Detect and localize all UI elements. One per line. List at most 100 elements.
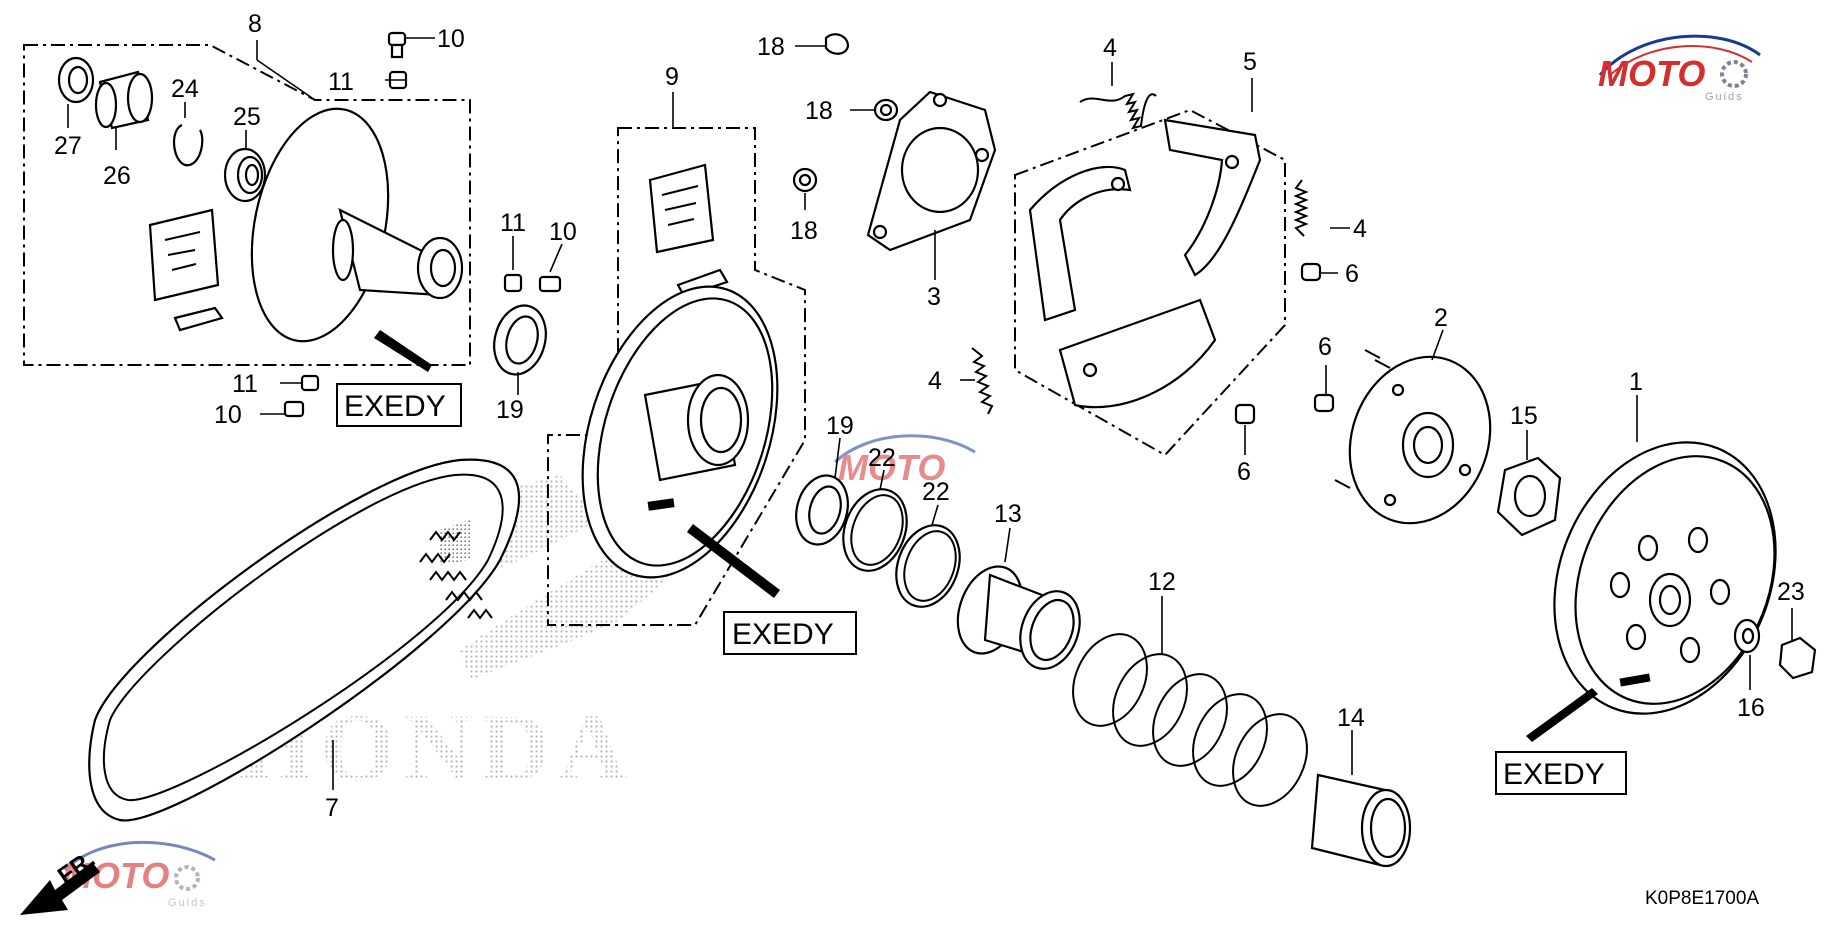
bearing-25 (223, 147, 267, 203)
exedy-pointer-2 (687, 524, 780, 598)
exedy-pointer-3 (1526, 688, 1598, 742)
collar-18b (873, 98, 899, 122)
callout-22-right: 22 (922, 478, 950, 506)
diagram-code: K0P8E1700A (1645, 888, 1759, 909)
callout-19-right: 19 (826, 412, 854, 440)
callout-12: 12 (1148, 568, 1176, 596)
callout-23: 23 (1777, 578, 1805, 606)
callout-4-right: 4 (1353, 215, 1367, 243)
callout-18-bottom: 18 (790, 217, 818, 245)
grease-packet-8 (148, 208, 224, 332)
exedy-text-3: EXEDY (1503, 758, 1605, 791)
collar-13 (956, 565, 1081, 670)
callout-4-top: 4 (1103, 34, 1117, 62)
exedy-pointer-1 (374, 330, 432, 372)
callout-15: 15 (1510, 402, 1538, 430)
callout-26: 26 (103, 162, 131, 190)
callout-13: 13 (994, 500, 1022, 528)
callout-9: 9 (665, 63, 679, 91)
callout-7: 7 (325, 794, 339, 822)
washer-16 (1733, 618, 1761, 654)
exedy-label-2: EXEDY (723, 611, 857, 655)
needle-bearing-26 (94, 70, 154, 130)
nut-6c (1234, 403, 1256, 425)
group-8-boundary (23, 44, 471, 366)
site-watermark-bottom: MOTO Guids (62, 840, 216, 909)
callout-24: 24 (171, 75, 199, 103)
screw-10c (283, 400, 305, 418)
clutch-outer-1 (1553, 441, 1777, 715)
callout-18-top: 18 (757, 33, 785, 61)
side-plate-3 (866, 90, 997, 252)
callout-10-mid: 10 (549, 218, 577, 246)
nut-6a (1300, 262, 1322, 282)
oil-seal-27 (57, 56, 95, 104)
callout-10-top: 10 (437, 25, 465, 53)
nut-11c (300, 374, 320, 392)
front-direction-indicator: FR. (20, 846, 100, 915)
o-ring-22a (842, 488, 908, 572)
group-5-boundary (1014, 108, 1286, 457)
driven-face (581, 285, 779, 579)
arrow-icon (20, 862, 100, 915)
exedy-text-1: EXEDY (344, 390, 446, 423)
callout-1: 1 (1629, 368, 1643, 396)
exedy-label-1: EXEDY (336, 383, 462, 427)
exedy-label-3: EXEDY (1495, 751, 1627, 795)
callout-22-left: 22 (868, 444, 896, 472)
site-watermark-subtext-2: Guids (168, 897, 207, 909)
drive-face-boss (250, 107, 464, 343)
callout-19-left: 19 (496, 396, 524, 424)
callout-6-bottom: 6 (1237, 458, 1251, 486)
callout-4-left: 4 (928, 367, 942, 395)
spring-4c (971, 347, 994, 415)
site-watermark-text: MOTO (1598, 53, 1705, 94)
callout-11-mid: 11 (500, 209, 526, 237)
callout-11-bottom: 11 (232, 370, 258, 398)
spring-4a (1079, 92, 1157, 130)
site-watermark-subtext: Guids (1705, 91, 1744, 103)
collar-14 (1310, 773, 1412, 868)
spring-4b (1293, 179, 1309, 237)
clutch-drive-plate-2 (1334, 349, 1492, 525)
o-ring-22b (895, 524, 961, 608)
circlip-24 (173, 123, 204, 167)
callout-25: 25 (233, 103, 261, 131)
lock-nut-15 (1496, 456, 1562, 537)
compression-spring-12 (1072, 633, 1308, 807)
callout-6-top: 6 (1345, 260, 1359, 288)
oil-seal-19b (795, 474, 849, 546)
callouts: 8 9 10 11 24 25 27 26 11 10 19 11 10 18 … (54, 10, 1805, 822)
exedy-text-2: EXEDY (732, 618, 834, 651)
group-9-boundary (547, 127, 806, 626)
screw-10a (387, 31, 407, 59)
grease-packet-9 (648, 163, 729, 298)
collar-18c (792, 167, 818, 193)
callout-10-bottom: 10 (214, 401, 242, 429)
clutch-shoe-set-5 (1028, 118, 1262, 409)
gear-icon-2 (174, 865, 200, 891)
callout-5: 5 (1243, 48, 1257, 76)
drive-belt-7 (88, 458, 520, 822)
callout-18-mid: 18 (805, 97, 833, 125)
leader-lines (67, 37, 1793, 790)
site-watermark-text-2: MOTO (838, 447, 945, 488)
gear-icon (1720, 60, 1748, 88)
nut-11b (503, 273, 523, 293)
callout-3: 3 (927, 283, 941, 311)
collar-18a (824, 33, 850, 55)
callout-14: 14 (1337, 704, 1365, 732)
callout-16: 16 (1737, 694, 1765, 722)
oil-seal-19a (493, 304, 547, 376)
callout-27: 27 (54, 132, 82, 160)
site-watermark-top: MOTO Guids (1598, 34, 1761, 103)
callout-11-top: 11 (328, 68, 354, 96)
nut-6b (1313, 393, 1335, 413)
nut-23 (1778, 636, 1817, 680)
callout-8: 8 (248, 10, 262, 38)
site-watermark-middle: MOTO (833, 434, 976, 488)
callout-6-mid: 6 (1318, 333, 1332, 361)
callout-2: 2 (1434, 304, 1448, 332)
screw-10b (538, 275, 562, 293)
